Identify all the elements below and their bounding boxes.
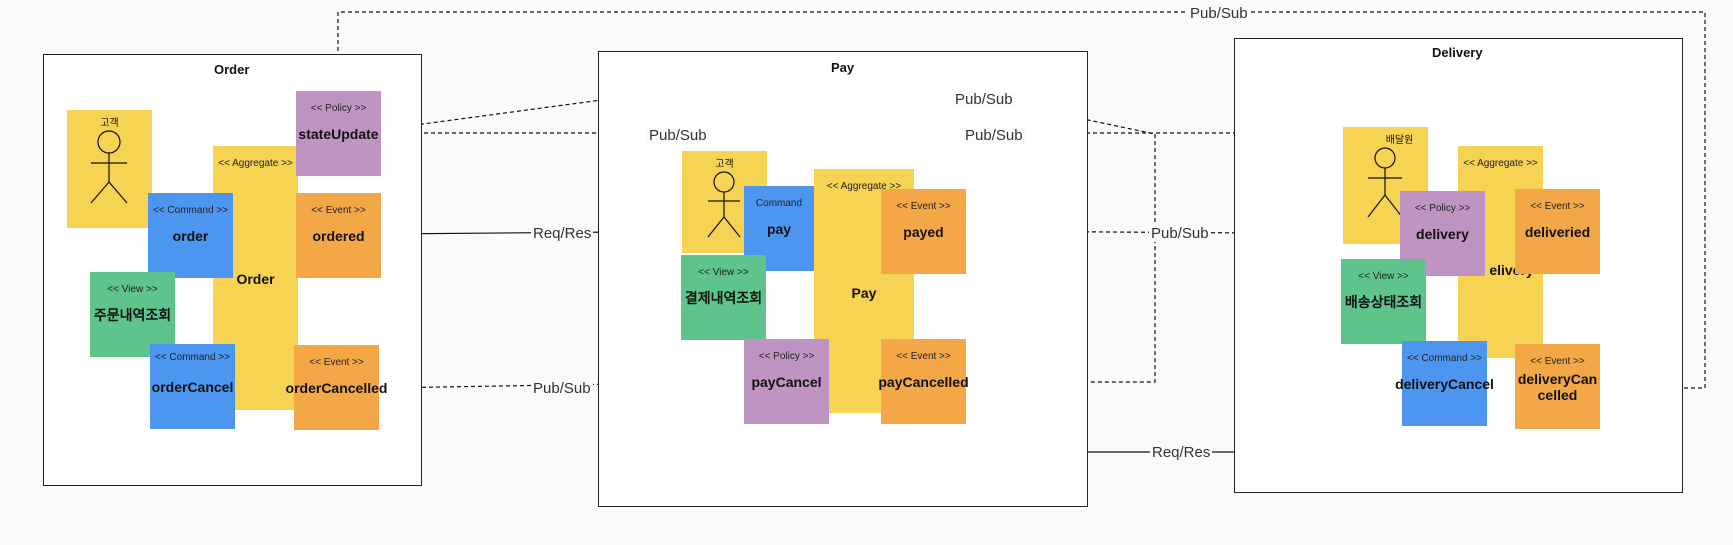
person-icon [707,171,741,238]
deliveried-event-stereotype: << Event >> [1530,201,1585,212]
order-cancelled-event-name: orderCancelled [285,379,388,396]
pay-cancelled-reqres-label: Req/Res [1150,444,1213,461]
pay-view-name: 결제내역조회 [684,289,763,306]
pay-cancel-policy-stereotype: << Policy >> [758,351,815,362]
pay-command-stereotype: Command [755,198,803,209]
deliveried-event[interactable]: << Event >> deliveried [1515,189,1600,274]
delivery-actor-label: 배달원 [1385,135,1414,146]
ordered-reqres-label: Req/Res [531,225,594,242]
delivery-cancelled-event-name: deliveryCancelled [1517,370,1598,403]
person-icon [90,130,128,204]
order-aggregate-name: Order [236,271,275,287]
order-aggregate-stereotype: << Aggregate >> [218,158,293,169]
delivery-cancel-command-name: deliveryCancel [1395,375,1494,392]
pay-cancelled-event[interactable]: << Event >> payCancelled [878,339,969,424]
delivery-cancelled-event-stereotype: << Event >> [1530,356,1585,367]
pay-view[interactable]: << View >> 결제내역조회 [681,255,766,340]
delivery-view-name: 배송상태조회 [1344,293,1423,310]
pay-context-title: Pay [831,60,855,75]
order-command-name: order [172,227,209,244]
pay-cancel-policy-name: payCancel [751,373,822,390]
payed-event-stereotype: << Event >> [896,201,951,212]
payed-event-name: payed [903,223,944,240]
state-update-policy-name: stateUpdate [298,125,379,142]
pay-aggregate-name: Pay [851,285,877,301]
delivery-view-stereotype: << View >> [1358,271,1409,282]
order-context-title: Order [214,62,250,77]
delivery-policy[interactable]: << Policy >> delivery [1400,191,1485,276]
pay-actor-label: 고객 [715,159,734,170]
order-actor[interactable]: 고객 [67,110,152,228]
pay-cancelled-event-stereotype: << Event >> [896,351,951,362]
order-actor-label: 고객 [100,118,119,129]
order-view-name: 주문내역조회 [93,306,172,323]
order-cancel-command-name: orderCancel [151,378,234,395]
delivery-view[interactable]: << View >> 배송상태조회 [1341,259,1426,344]
person-icon [1367,147,1403,218]
payed-pubsub-label: Pub/Sub [1149,225,1211,242]
order-command-stereotype: << Command >> [152,205,229,216]
delivery-cancelled-event[interactable]: << Event >> deliveryCancelled [1515,344,1600,429]
state-update-policy-stereotype: << Policy >> [310,103,367,114]
pay-right-pubsub-label: Pub/Sub [953,91,1015,108]
order-cancel-command-stereotype: << Command >> [154,352,231,363]
order-command[interactable]: << Command >> order [148,193,233,278]
order-cancel-command[interactable]: << Command >> orderCancel [150,344,235,429]
delivery-cancel-command[interactable]: << Command >> deliveryCancel [1395,341,1494,426]
pay-cancel-policy[interactable]: << Policy >> payCancel [744,339,829,424]
pay-inner-pubsub-label: Pub/Sub [963,127,1025,144]
delivery-cancel-command-stereotype: << Command >> [1406,353,1483,364]
pay-view-stereotype: << View >> [698,267,749,278]
order-cancelled-pubsub-label: Pub/Sub [531,380,593,397]
order-view-stereotype: << View >> [107,284,158,295]
pay-command-name: pay [766,220,792,237]
order-cancelled-event-stereotype: << Event >> [309,357,364,368]
state-update-policy[interactable]: << Policy >> stateUpdate [296,91,381,176]
payed-event[interactable]: << Event >> payed [881,189,966,274]
pay-to-state-pubsub-label: Pub/Sub [647,127,709,144]
delivery-policy-stereotype: << Policy >> [1414,203,1471,214]
ordered-event[interactable]: << Event >> ordered [296,193,381,278]
ordered-event-stereotype: << Event >> [311,205,366,216]
delivery-aggregate-stereotype: << Aggregate >> [1463,158,1538,169]
order-view[interactable]: << View >> 주문내역조회 [90,272,175,357]
top-pubsub-label: Pub/Sub [1188,5,1250,22]
pay-aggregate-stereotype: << Aggregate >> [826,181,902,192]
delivery-policy-name: delivery [1416,225,1469,242]
ordered-event-name: ordered [312,227,365,244]
deliveried-event-name: deliveried [1524,223,1591,240]
pay-cancelled-event-name: payCancelled [878,373,969,390]
order-cancelled-event[interactable]: << Event >> orderCancelled [285,345,388,430]
delivery-context-title: Delivery [1432,45,1483,60]
